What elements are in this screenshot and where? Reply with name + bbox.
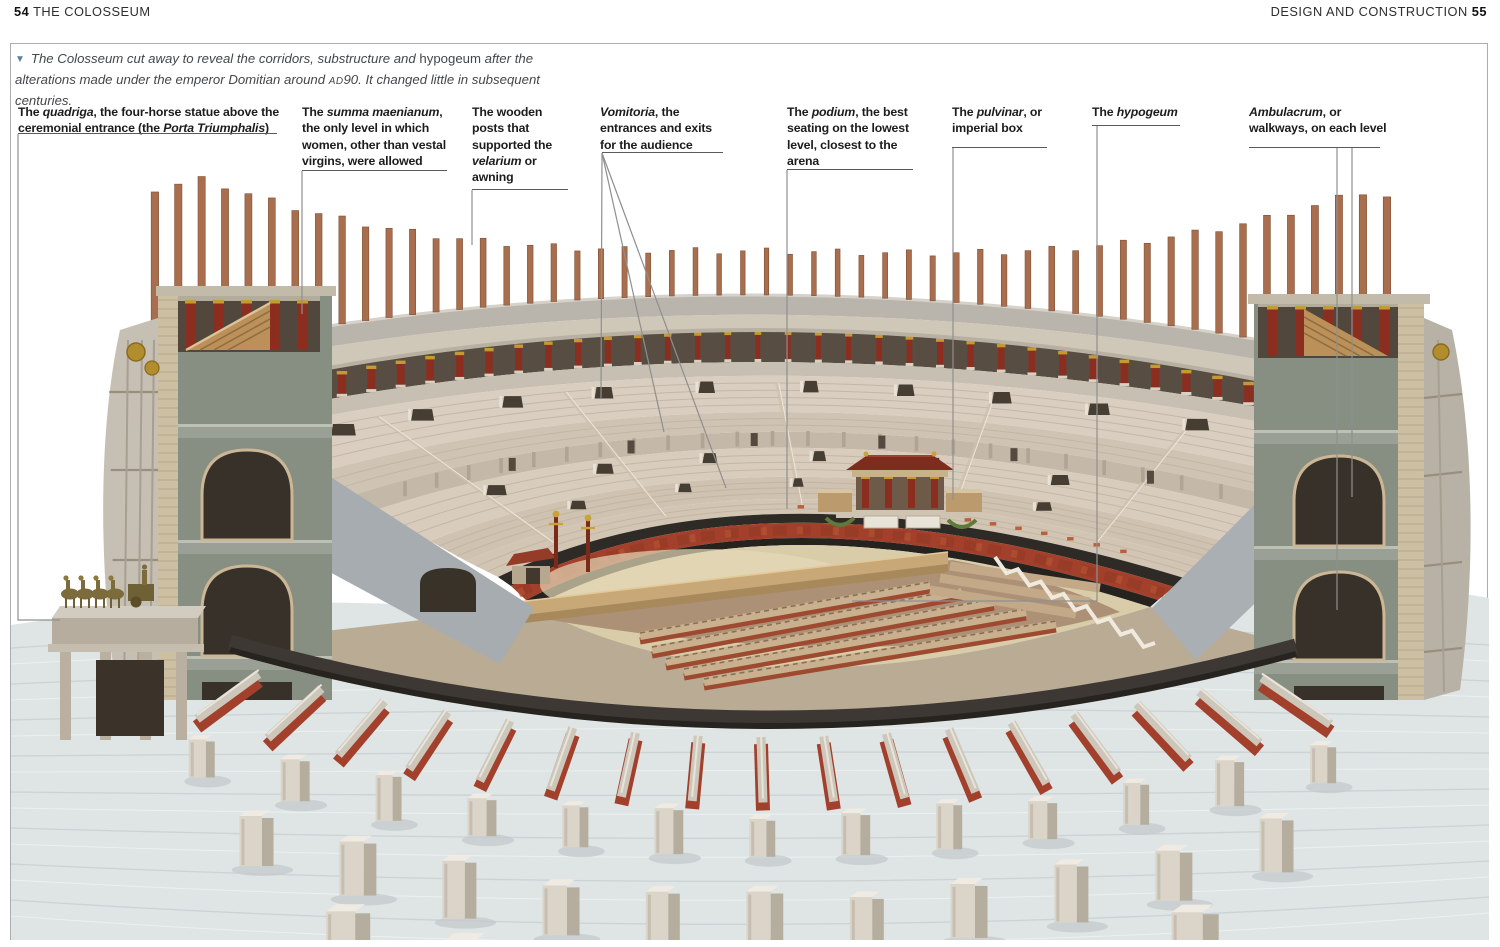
page-number-left: 54	[14, 4, 30, 19]
label-rule-wooden-posts	[472, 189, 568, 190]
running-head-right: DESIGN AND CONSTRUCTION	[1270, 4, 1468, 19]
label-rule-ambulacrum	[1249, 147, 1380, 148]
caption-marker-icon: ▼	[15, 54, 25, 65]
label-rule-hypogeum	[1092, 125, 1180, 126]
label-rule-quadriga	[18, 133, 277, 134]
label-podium: The podium, the best seating on the lowe…	[787, 105, 909, 168]
label-summa-maenianum: The summa maenianum, the only level in w…	[302, 105, 446, 168]
header-right: DESIGN AND CONSTRUCTION 55	[1271, 4, 1487, 19]
header-left: 54 THE COLOSSEUM	[14, 4, 151, 19]
label-pulvinar: The pulvinar, or imperial box	[952, 105, 1042, 136]
label-wooden-posts: The wooden posts that supported the vela…	[472, 105, 553, 185]
page-number-right: 55	[1471, 4, 1487, 19]
figure-frame	[10, 43, 1488, 940]
label-rule-summa-maenianum	[302, 170, 447, 171]
running-head-left: THE COLOSSEUM	[33, 4, 151, 19]
label-rule-vomitoria	[602, 152, 723, 153]
figure-caption: ▼The Colosseum cut away to reveal the co…	[15, 49, 560, 111]
caption-text: The Colosseum cut away to reveal the cor…	[15, 51, 540, 108]
label-hypogeum: The hypogeum	[1092, 105, 1178, 119]
label-ambulacrum: Ambulacrum, or walkways, on each level	[1249, 105, 1387, 136]
label-rule-podium	[787, 169, 913, 170]
label-vomitoria: Vomitoria, the entrances and exits for t…	[600, 105, 712, 152]
label-quadriga: The quadriga, the four-horse statue abov…	[18, 105, 280, 136]
label-rule-pulvinar	[952, 147, 1047, 148]
